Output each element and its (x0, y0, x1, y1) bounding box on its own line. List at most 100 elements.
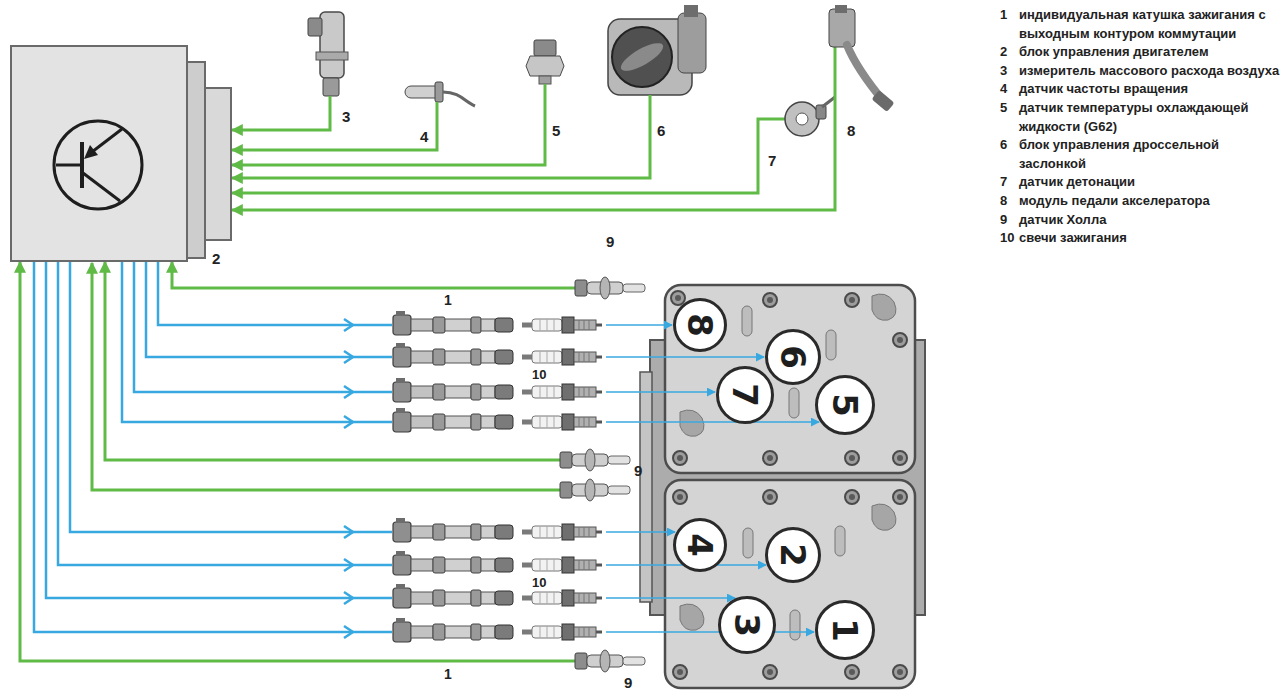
hall-sensor: 9 (575, 275, 650, 301)
parts-list-row: 3измеритель массового расхода воздуха (1000, 62, 1282, 81)
cylinder-head-part (673, 490, 687, 504)
cylinder-head-part (680, 410, 704, 436)
ignition-coils-part (393, 408, 513, 432)
part-name: датчик детонации (1019, 173, 1282, 192)
callout-holder: 9 (634, 462, 642, 480)
part-number: 1 (1000, 6, 1019, 25)
coolant-temperature-sensor: 5 (520, 40, 570, 90)
speed-sensor-shape-part (436, 102, 439, 122)
speed-sensor: 4 (405, 82, 475, 122)
accelerator-pedal-module-shape-part (835, 5, 847, 13)
coil-control-wires-part (344, 626, 353, 638)
cylinder-head-part (893, 451, 907, 465)
cylinder-number-holder: 1 (815, 600, 875, 660)
coil-control-wires-part (46, 262, 392, 598)
coolant-temperature-sensor-shape-part (526, 56, 564, 76)
spark-plugs (522, 317, 602, 640)
cylinder-number-holder: 2 (765, 527, 821, 583)
hall-sensor-shape-part (623, 657, 645, 665)
spark-plugs-part (522, 590, 602, 606)
engine-control-unit-shape-part (205, 88, 231, 240)
coil-control-wires-part (344, 592, 353, 604)
cylinder-head-part (845, 490, 859, 504)
cylinder-head-part (893, 490, 907, 504)
callout-holder: 2 (212, 250, 220, 268)
callout-number: 5 (552, 122, 560, 139)
cylinder-number: 5 (828, 393, 862, 417)
cylinder-number: 1 (828, 618, 862, 642)
part-name: модуль педали акселератора (1019, 192, 1282, 211)
cylinder-head-part (826, 330, 836, 360)
coolant-temperature-sensor-shape-part (534, 40, 556, 56)
engine-control-unit-shape-part (84, 145, 98, 159)
engine-control-unit-shape-part (83, 173, 120, 201)
engine-control-unit-shape (10, 45, 232, 262)
knock-sensor-shape (750, 95, 835, 150)
spark-plugs-part (522, 317, 602, 333)
hall-sensor-wire (92, 263, 630, 501)
cylinder-head-part (845, 293, 859, 307)
spark-arrows-part (606, 631, 814, 633)
parts-list-row: 7датчик детонации (1000, 173, 1282, 192)
callout-number: 1 (444, 667, 452, 682)
hall-sensor-shape-part (623, 284, 645, 292)
coil-control-wires-part (344, 416, 353, 428)
throttle-control-unit-shape-part (684, 5, 698, 17)
ignition-coils-part (393, 311, 513, 335)
cylinder-number-holder: 7 (716, 366, 774, 424)
spark-arrows-part (606, 421, 819, 423)
callout-number: 10 (532, 575, 546, 590)
spark-arrows-part (606, 356, 764, 358)
hall-sensor-shape-part (585, 449, 595, 471)
cylinder-head-part (763, 451, 777, 465)
coil-control-wires-part (344, 351, 353, 363)
callout-number: 4 (420, 128, 428, 145)
hall-sensor-shape-part (600, 277, 610, 299)
parts-list-row: 10свечи зажигания (1000, 229, 1282, 248)
parts-list-row: 9датчик Холла (1000, 211, 1282, 230)
hall-sensor-wire-part (560, 479, 630, 501)
throttle-control-unit-shape-part (612, 27, 672, 87)
speed-sensor-shape-part (443, 92, 475, 106)
coil-control-wires-part (344, 559, 353, 571)
callout-holder: 6 (657, 122, 665, 140)
cylinder-head-part (763, 293, 777, 307)
cylinder-number-holder: 6 (765, 329, 821, 385)
air-mass-meter-shape-part (308, 18, 322, 36)
coolant-temperature-sensor-shape (520, 40, 570, 90)
cylinder-head-part (742, 306, 752, 336)
cylinder-number: 7 (728, 383, 762, 407)
air-mass-meter-shape-part (323, 78, 339, 96)
cylinder-number-holder: 4 (673, 518, 727, 572)
spark-arrows-part (606, 597, 735, 599)
accelerator-pedal-module-shape-part (834, 47, 837, 115)
cylinder-head-part (763, 665, 777, 679)
cylinder-circle: 5 (815, 375, 875, 435)
coil-control-wires-part (122, 262, 392, 422)
hall-sensor-shape-part (600, 650, 610, 672)
hall-sensor-shape (575, 648, 650, 674)
ignition-coils-part (393, 618, 513, 642)
spark-plugs-part (522, 349, 602, 365)
knock-sensor-shape-part (758, 119, 785, 150)
callout-number: 1 (444, 293, 452, 308)
knock-sensor-shape-part (822, 97, 835, 107)
coil-control-wires-part (344, 386, 353, 398)
callout-holder: 3 (342, 108, 350, 126)
cylinder-head-part (665, 285, 915, 473)
knock-sensor-shape-part (796, 113, 808, 125)
hall-sensor: 9 (560, 447, 630, 473)
signal-wire (232, 122, 437, 150)
engine-control-unit-shape-part (11, 46, 187, 261)
callout-holder: 9 (624, 674, 632, 692)
hall-sensor-shape-part (575, 280, 587, 296)
air-mass-meter-shape (300, 8, 360, 103)
parts-list-row: 8модуль педали акселератора (1000, 192, 1282, 211)
cylinder-circle: 2 (765, 527, 821, 583)
spark-arrows-part (606, 391, 715, 393)
accelerator-pedal-module-shape-part (829, 9, 855, 47)
coil-control-wires-part (158, 262, 392, 325)
callout-number: 10 (532, 367, 546, 382)
cylinder-head-part (835, 526, 845, 556)
